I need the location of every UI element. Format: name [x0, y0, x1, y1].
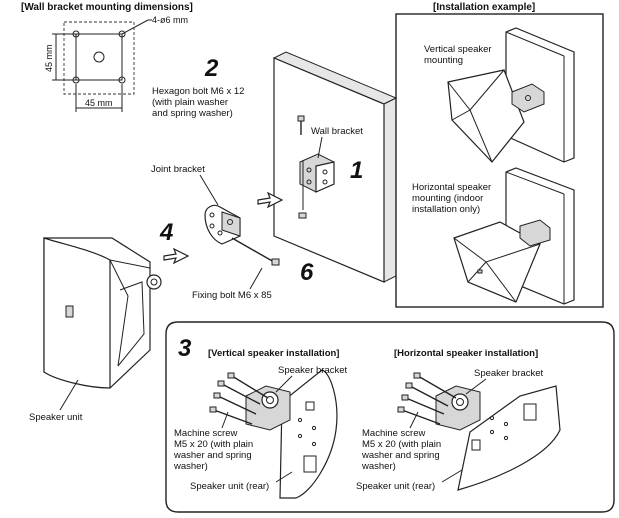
machine-screw-label-vertical: Machine screw M5 x 20 (with plain washer…	[173, 428, 256, 472]
heading-horizontal-installation: [Horizontal speaker installation]	[394, 348, 538, 359]
horizontal-mounting-label: Horizontal speaker mounting (indoor inst…	[412, 182, 494, 215]
joint-bracket-label: Joint bracket	[151, 164, 205, 175]
horizontal-mounting-example	[453, 167, 575, 305]
hexagon-bolt-label: Hexagon bolt M6 x 12 (with plain washer …	[152, 86, 247, 119]
speaker-unit-rear-label-horizontal: Speaker unit (rear)	[356, 481, 435, 492]
arrow-to-wall	[257, 191, 284, 209]
step-4-number: 4	[159, 219, 173, 246]
step-6-number: 6	[300, 259, 314, 286]
vertical-mounting-example	[447, 27, 575, 163]
installation-example-frame	[395, 13, 604, 308]
speaker-bracket-label-vertical: Speaker bracket	[278, 365, 348, 376]
heading-vertical-installation: [Vertical speaker installation]	[208, 348, 339, 359]
vertical-mounting-label: Vertical speaker mounting	[424, 44, 494, 66]
speaker-unit-label: Speaker unit	[29, 412, 83, 423]
vertical-installation-detail	[209, 369, 338, 499]
height-dimension-label: 45 mm	[44, 44, 54, 72]
hexagon-bolt	[297, 115, 305, 135]
speaker-unit-rear-label-vertical: Speaker unit (rear)	[190, 481, 269, 492]
speaker-bracket-label-horizontal: Speaker bracket	[474, 368, 544, 379]
step-3-number: 3	[178, 335, 192, 362]
horizontal-installation-detail	[397, 372, 561, 491]
arrow-to-joint	[163, 247, 190, 265]
fixing-bolt-label: Fixing bolt M6 x 85	[192, 290, 272, 301]
wall-panel	[272, 51, 398, 283]
joint-bracket	[204, 204, 241, 245]
heading-installation-example: [Installation example]	[433, 2, 535, 13]
fixing-bolt	[231, 237, 280, 266]
machine-screw-label-horizontal: Machine screw M5 x 20 (with plain washer…	[361, 428, 444, 472]
step-3-frame	[165, 321, 615, 513]
wall-bracket-label: Wall bracket	[311, 126, 363, 137]
step-2-number: 2	[204, 55, 219, 82]
width-dimension-label: 45 mm	[85, 98, 113, 108]
holes-dimension-label: 4-ø6 mm	[152, 15, 188, 25]
dimension-drawing	[52, 19, 152, 112]
step-1-number: 1	[350, 157, 363, 184]
wall-bracket	[298, 153, 335, 219]
speaker-unit	[43, 237, 162, 389]
heading-wall-bracket-dimensions: [Wall bracket mounting dimensions]	[21, 2, 193, 13]
